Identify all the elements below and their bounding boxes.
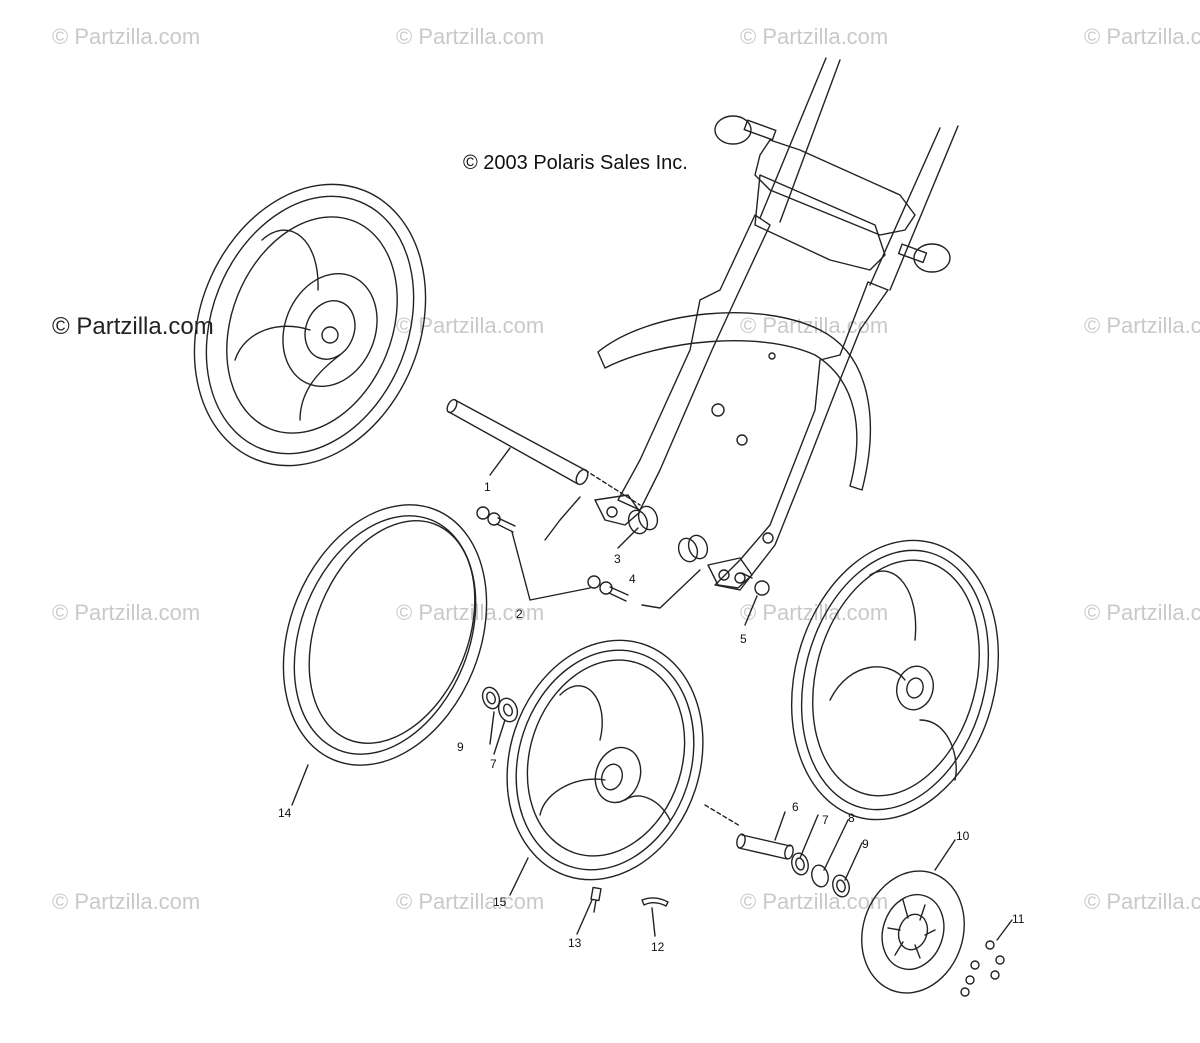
- part-7-bearing-right-inner: [795, 857, 805, 871]
- callout-4: 4: [629, 572, 636, 586]
- part-9-seal: [481, 686, 501, 710]
- part-10-brake-disc: [861, 870, 965, 994]
- callout-7-right: 7: [822, 813, 829, 827]
- part-15-wheel: [506, 639, 704, 881]
- part-2-bolts: [476, 506, 629, 602]
- callout-5: 5: [740, 632, 747, 646]
- watermark: © Partzilla.com: [1084, 313, 1200, 338]
- callout-12: 12: [651, 940, 665, 954]
- watermark: © Partzilla.com: [1084, 889, 1200, 914]
- watermark: © Partzilla.com: [1084, 600, 1200, 625]
- part-5-bolt: [741, 572, 770, 596]
- watermark: © Partzilla.com: [740, 889, 889, 914]
- part-11-bolts: [960, 940, 1005, 997]
- assembled-front-wheel: [193, 183, 427, 467]
- part-7-bearing: [497, 697, 519, 723]
- part-9-seal-right-inner: [836, 879, 846, 893]
- watermark: © Partzilla.com: [52, 24, 201, 49]
- callout-13: 13: [568, 936, 582, 950]
- part-14-tire: [282, 504, 488, 766]
- callout-11: 11: [1012, 912, 1025, 926]
- part-3-spacer: [627, 505, 659, 535]
- part-7-bearing-inner: [503, 703, 513, 717]
- watermark: © Partzilla.com: [396, 24, 545, 49]
- leader-lines: [291, 447, 1013, 941]
- callout-6: 6: [792, 800, 799, 814]
- part-1-axle: [446, 398, 641, 506]
- watermark: © Partzilla.com: [52, 313, 214, 340]
- watermark: © Partzilla.com: [52, 600, 201, 625]
- watermark: © Partzilla.com: [396, 600, 545, 625]
- callout-7-left: 7: [490, 757, 497, 771]
- part-7-bearing-right: [791, 852, 809, 876]
- callout-3: 3: [614, 552, 621, 566]
- callout-9-right: 9: [862, 837, 869, 851]
- watermark: © Partzilla.com: [740, 24, 889, 49]
- part-6-spacer: [736, 833, 794, 860]
- callout-14: 14: [278, 806, 292, 820]
- copyright-notice: © 2003 Polaris Sales Inc.: [463, 152, 688, 174]
- callout-2: 2: [516, 607, 523, 621]
- part-4-spacer: [677, 534, 709, 563]
- callout-1: 1: [484, 480, 491, 494]
- part-9-seal-right: [832, 874, 850, 898]
- callout-9-left: 9: [457, 740, 464, 754]
- part-9-seal-inner: [486, 691, 496, 705]
- watermark: © Partzilla.com: [1084, 24, 1200, 49]
- part-13-valve-stem: [590, 886, 602, 913]
- callout-8: 8: [848, 811, 855, 825]
- part-8-snap-ring: [811, 864, 829, 888]
- front-fork-assembly: [594, 57, 959, 591]
- part-12-balance-weight: [641, 897, 669, 907]
- watermark: © Partzilla.com: [52, 889, 201, 914]
- watermark: © Partzilla.com: [396, 889, 545, 914]
- right-side-wheel: [790, 539, 1000, 821]
- callout-10: 10: [956, 829, 970, 843]
- callout-15: 15: [493, 895, 507, 909]
- watermark: © Partzilla.com: [396, 313, 545, 338]
